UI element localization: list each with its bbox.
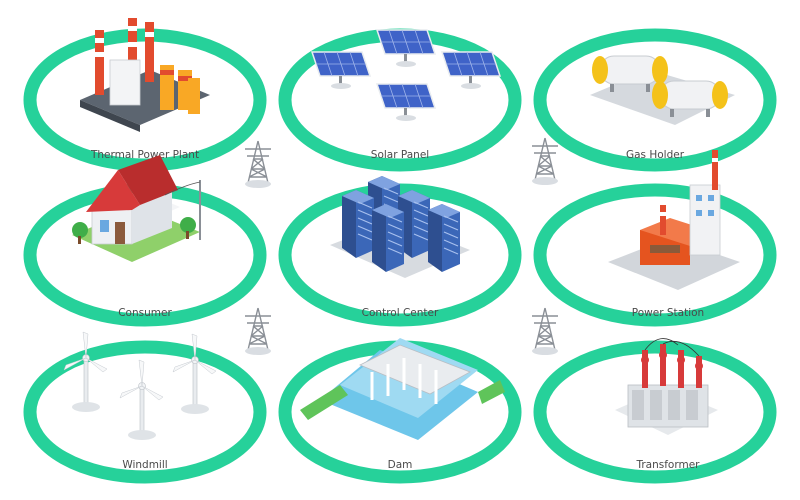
node-label-consumer: Consumer [118, 307, 172, 319]
node-label-thermal-power-plant: Thermal Power Plant [90, 149, 199, 161]
transmission-tower-icon [244, 140, 272, 189]
thermal-plant-icon [80, 18, 210, 132]
transmission-tower-icon [244, 307, 272, 356]
node-label-dam: Dam [388, 459, 413, 471]
server-rack-icon [330, 175, 470, 278]
transmission-tower-icon [531, 307, 559, 356]
power-station-icon [608, 150, 740, 290]
transformer-icon [615, 338, 718, 435]
node-label-windmill: Windmill [122, 459, 167, 471]
node-label-gas-holder: Gas Holder [626, 149, 685, 161]
node-label-transformer: Transformer [635, 459, 700, 471]
house-icon [72, 155, 201, 262]
dam-icon [300, 338, 505, 440]
gas-holder-icon [590, 55, 735, 125]
transmission-tower-icon [531, 137, 559, 186]
node-label-control-center: Control Center [362, 307, 439, 319]
node-label-power-station: Power Station [632, 307, 704, 319]
node-label-solar-panel: Solar Panel [371, 149, 429, 161]
